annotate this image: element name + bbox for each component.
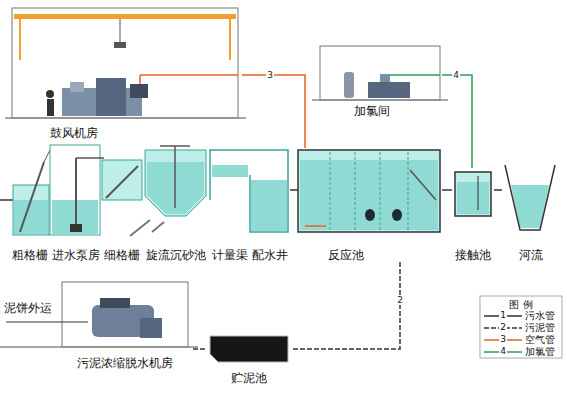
fine-screen: 细格栅 [102, 138, 142, 262]
unit-label: 污泥浓缩脱水机房 [77, 356, 173, 370]
pipe-connector [192, 348, 205, 350]
dewatering-room: 污泥浓缩脱水机房 [58, 272, 192, 370]
pipe-number: 3 [499, 335, 507, 345]
unit-label: 细格栅 [104, 248, 140, 262]
dewatering-room-drawing [0, 282, 198, 347]
unit-label: 计量渠 [212, 248, 248, 262]
legend-text: 污泥管 [525, 322, 555, 334]
distribution-well: 配水井 [250, 138, 290, 262]
unit-label: 旋流沉砂池 [146, 248, 206, 262]
legend-title: 图 例 [509, 299, 532, 310]
legend-text: 污水管 [525, 310, 555, 322]
pipe-number: 2 [499, 323, 507, 333]
unit-label: 进水泵房 [52, 248, 100, 262]
blower-room: 鼓风机房 [10, 6, 242, 140]
legend-text: 空气管 [525, 334, 555, 346]
grit-chamber: 旋流沉砂池 [142, 138, 210, 262]
unit-label: 加氯间 [354, 104, 390, 118]
pretreatment-drawing [0, 145, 288, 236]
contact-tank: 接触池 [452, 168, 494, 262]
pipe-number: 3 [266, 70, 274, 80]
pipe-connector [290, 189, 298, 191]
pipe-connector [442, 75, 472, 168]
chlorination-room: 加氯间 [318, 44, 442, 118]
pipe-number: 2 [396, 295, 404, 305]
river-drawing [505, 165, 555, 230]
pump-house: 进水泵房 [50, 138, 102, 262]
unit-label: 粗格栅 [12, 248, 48, 262]
metering-channel: 计量渠 [210, 138, 250, 262]
pipe-connector [293, 262, 400, 349]
chlorination-room-drawing [312, 46, 448, 100]
sludge-tank: 贮泥池 [205, 330, 293, 385]
pipe-connector [494, 189, 502, 191]
unit-label: 配水井 [252, 248, 288, 262]
blower-room-drawing [5, 8, 246, 118]
note-label: 泥饼外运 [4, 302, 52, 315]
unit-label: 河流 [519, 248, 543, 262]
unit-label: 反应池 [328, 248, 364, 262]
river: 河流 [502, 160, 560, 262]
pipe-connector [242, 75, 305, 148]
legend-text: 加氯管 [525, 346, 555, 358]
legend-frame [480, 296, 562, 358]
sludge-tank-drawing [210, 336, 288, 362]
unit-label: 接触池 [455, 248, 491, 262]
reactor-drawing [298, 150, 440, 232]
pipe-connector [442, 189, 452, 191]
contact-tank-drawing [455, 172, 491, 216]
coarse-screen: 粗格栅 [10, 138, 50, 262]
unit-label: 贮泥池 [231, 371, 267, 385]
pipe-number: 4 [499, 347, 507, 357]
reaction-tank: 反应池 [298, 148, 442, 262]
pipe-number: 4 [452, 70, 460, 80]
unit-label: 鼓风机房 [50, 126, 98, 140]
pipe-number: 1 [499, 311, 507, 321]
